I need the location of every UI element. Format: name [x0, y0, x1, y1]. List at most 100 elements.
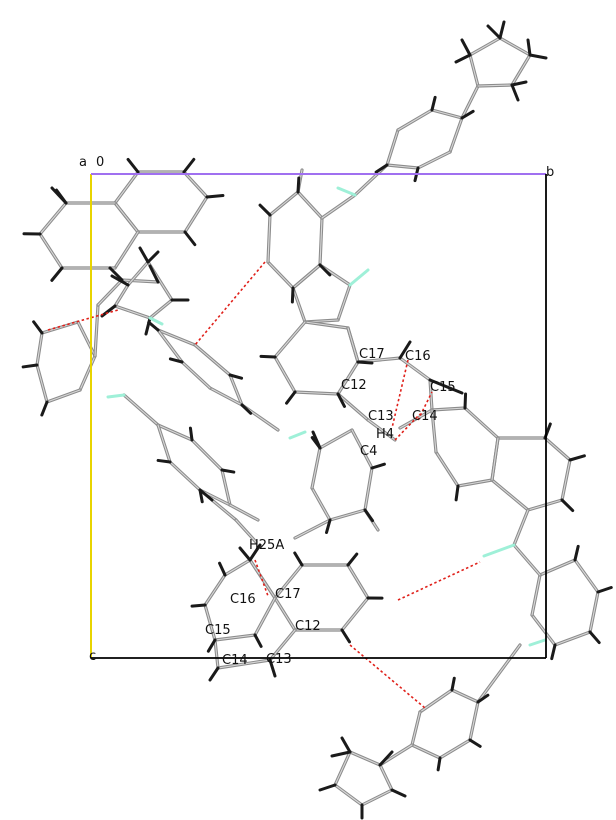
bond-highlight [191, 439, 223, 471]
atom-label: C16 [230, 592, 256, 607]
bond-highlight [114, 171, 139, 204]
bond-highlight [386, 129, 399, 166]
bond-highlight [419, 689, 453, 713]
bond-highlight [334, 751, 351, 786]
hydrogen-bond [240, 403, 253, 415]
hydrogen-bond [253, 633, 263, 648]
atom-label: C16 [405, 349, 431, 364]
bond-highlight [461, 85, 479, 119]
hydrogen-bond [340, 736, 352, 754]
hydrogen-bond [205, 193, 225, 199]
hydrogen-bond [526, 38, 532, 57]
hydrogen-bond [259, 354, 277, 359]
hydrogen-bond [573, 544, 580, 562]
atom-label: C15 [430, 380, 456, 395]
bond-highlight [361, 789, 393, 806]
hydrogen-bond [50, 186, 68, 205]
bond-highlight [431, 109, 463, 119]
atom-label: C14 [222, 653, 248, 668]
hydrogen-bond [238, 546, 252, 562]
bond-highlight [123, 394, 159, 426]
hydrogen-bond [32, 320, 44, 335]
hydrogen-bond [356, 360, 374, 365]
bond-highlight [351, 429, 373, 469]
hydrogen-bond [208, 666, 220, 682]
hydrogen-bond [318, 783, 337, 792]
hydrogen-bond [468, 738, 482, 748]
hydrogen-bond [144, 316, 152, 336]
bond-highlight [349, 751, 381, 766]
bond-highlight [229, 374, 243, 406]
bond-highlight [319, 429, 353, 449]
hydrogen-bond [460, 38, 472, 57]
bond-highlight [114, 202, 139, 233]
bond-highlight [39, 233, 63, 269]
fluorine-bond [106, 393, 126, 399]
atom-label: C13 [266, 652, 292, 667]
hydrogen-bond [100, 304, 117, 318]
hydrogen-bond [198, 488, 214, 502]
hydrogen-bond [218, 561, 227, 577]
atom-labels: C17 C16 C12 C15 C13 C14 H4 C4 H25A C16 C… [205, 347, 456, 668]
bond-highlight [183, 171, 208, 198]
bond-highlight [292, 287, 306, 323]
hydrogen-bond [454, 484, 460, 502]
bond-highlight [561, 459, 571, 501]
hydrogen-bond [510, 83, 520, 102]
bond-highlight [491, 479, 529, 511]
bond-highlight [157, 424, 171, 463]
bond-highlight [292, 264, 321, 289]
hydrogen-bond [148, 264, 160, 284]
bond-highlight [157, 329, 196, 346]
hydrogen-bond [285, 390, 297, 405]
bond-highlight [527, 499, 563, 511]
hydrogen-bond [596, 586, 613, 594]
bond-highlight [429, 379, 433, 411]
hydrogen-bond [370, 462, 386, 470]
bond-highlight [513, 509, 529, 546]
hydrogen-bond [510, 80, 528, 87]
bond-highlight [531, 614, 556, 646]
bond-highlight [386, 164, 419, 169]
hydrogen-bond [330, 750, 352, 758]
bond-highlight [341, 597, 369, 631]
bond-highlight [269, 191, 299, 216]
bond-highlight [367, 419, 396, 441]
hydrogen-bond [40, 400, 49, 417]
bond-highlight [79, 355, 96, 391]
bond-highlight [211, 499, 237, 521]
bond-highlight [364, 467, 373, 511]
hydrogen-bond [568, 454, 586, 462]
hydrogen-bond [430, 95, 437, 112]
contact-line [394, 413, 421, 441]
bond-highlight [379, 744, 413, 766]
atom-label: H25A [249, 538, 284, 553]
hydrogen-bond [346, 552, 359, 567]
bond-highlight [204, 604, 216, 641]
bond-highlight [337, 393, 369, 421]
hydrogen-bond [296, 176, 301, 194]
contact-line [397, 561, 481, 601]
bond-highlight [334, 784, 363, 806]
atom-label: H4 [376, 427, 394, 442]
bond-highlight [311, 447, 321, 489]
bond-highlight [114, 305, 151, 319]
hydrogen-bond [138, 246, 150, 264]
fluorine-bonds [106, 186, 547, 647]
bond-highlight [121, 279, 159, 283]
bond-highlight [329, 509, 366, 521]
atom-label: C17 [359, 347, 385, 362]
bond-highlight [469, 54, 479, 87]
hydrogen-bond [126, 157, 140, 174]
hydrogen-bond [220, 468, 236, 474]
hydrogen-bond [228, 373, 244, 380]
bond-highlight [554, 631, 591, 646]
hydrogen-bond [498, 20, 506, 40]
bond-highlight [469, 37, 501, 56]
bond-highlight [321, 194, 356, 219]
atom-label: C13 [368, 409, 394, 424]
hydrogen-bond [340, 628, 351, 644]
bond-highlight [297, 191, 323, 219]
hydrogen-bond [293, 551, 304, 567]
hydrogen-bond [428, 378, 464, 395]
